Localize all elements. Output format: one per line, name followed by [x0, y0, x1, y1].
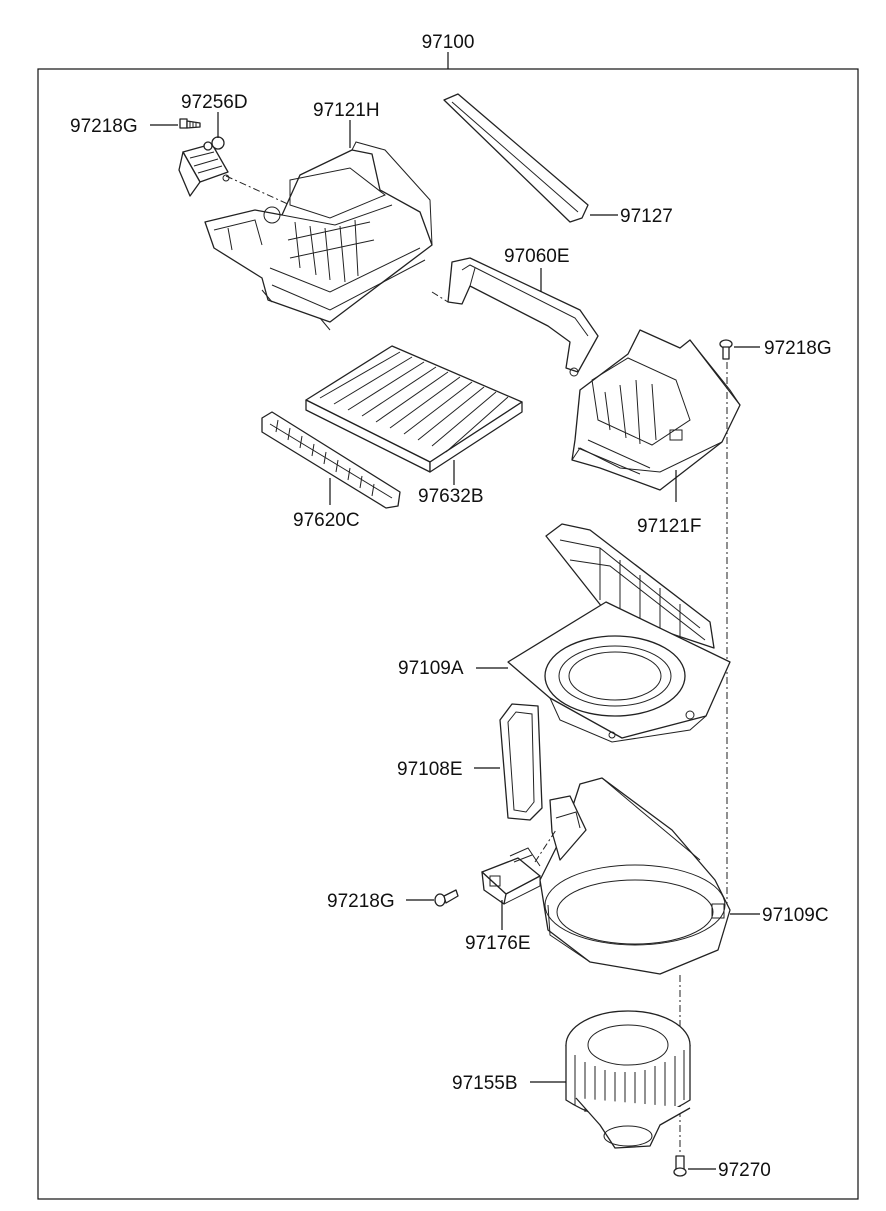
assembly-frame — [37, 68, 859, 1200]
screw-97218G-top-right[interactable] — [719, 339, 733, 360]
filter-97632B[interactable] — [305, 345, 523, 473]
label-97155B[interactable]: 97155B — [452, 1073, 518, 1094]
blower-motor-97155B[interactable] — [565, 1010, 691, 1149]
label-97218G-bottom[interactable]: 97218G — [327, 891, 395, 912]
assembly-label: 97100 — [422, 32, 475, 53]
label-97632B[interactable]: 97632B — [418, 486, 484, 507]
actuator-97256D[interactable] — [178, 136, 230, 197]
intake-housing-97121H[interactable] — [204, 141, 433, 331]
label-97108E[interactable]: 97108E — [397, 759, 463, 780]
label-97121H[interactable]: 97121H — [313, 100, 380, 121]
label-97270[interactable]: 97270 — [718, 1160, 771, 1181]
label-97256D[interactable]: 97256D — [181, 92, 248, 113]
label-97218G-top-right[interactable]: 97218G — [764, 338, 832, 359]
alignment-line — [534, 829, 557, 863]
screw-97270[interactable] — [673, 1155, 687, 1177]
duct-97060E[interactable] — [447, 257, 599, 377]
seal-97127[interactable] — [443, 93, 589, 223]
alignment-line — [225, 175, 291, 206]
label-97127[interactable]: 97127 — [620, 206, 673, 227]
screw-97218G-bottom[interactable] — [434, 889, 459, 907]
screw-97218G-top-left[interactable] — [179, 118, 201, 129]
label-97109C[interactable]: 97109C — [762, 905, 829, 926]
label-97109A[interactable]: 97109A — [398, 658, 464, 679]
alignment-line — [431, 291, 449, 303]
label-97176E[interactable]: 97176E — [465, 933, 531, 954]
intake-housing-97121F[interactable] — [571, 329, 741, 491]
label-97218G-top-left[interactable]: 97218G — [70, 116, 138, 137]
label-97121F[interactable]: 97121F — [637, 516, 701, 537]
label-97620C[interactable]: 97620C — [293, 510, 360, 531]
gasket-97108E[interactable] — [499, 703, 543, 821]
filter-cover-97620C[interactable] — [261, 411, 401, 509]
label-97060E[interactable]: 97060E — [504, 246, 570, 267]
resistor-97176E[interactable] — [481, 847, 541, 905]
blower-case-lower-97109C[interactable] — [539, 777, 731, 975]
blower-case-upper-97109A[interactable] — [507, 523, 731, 743]
